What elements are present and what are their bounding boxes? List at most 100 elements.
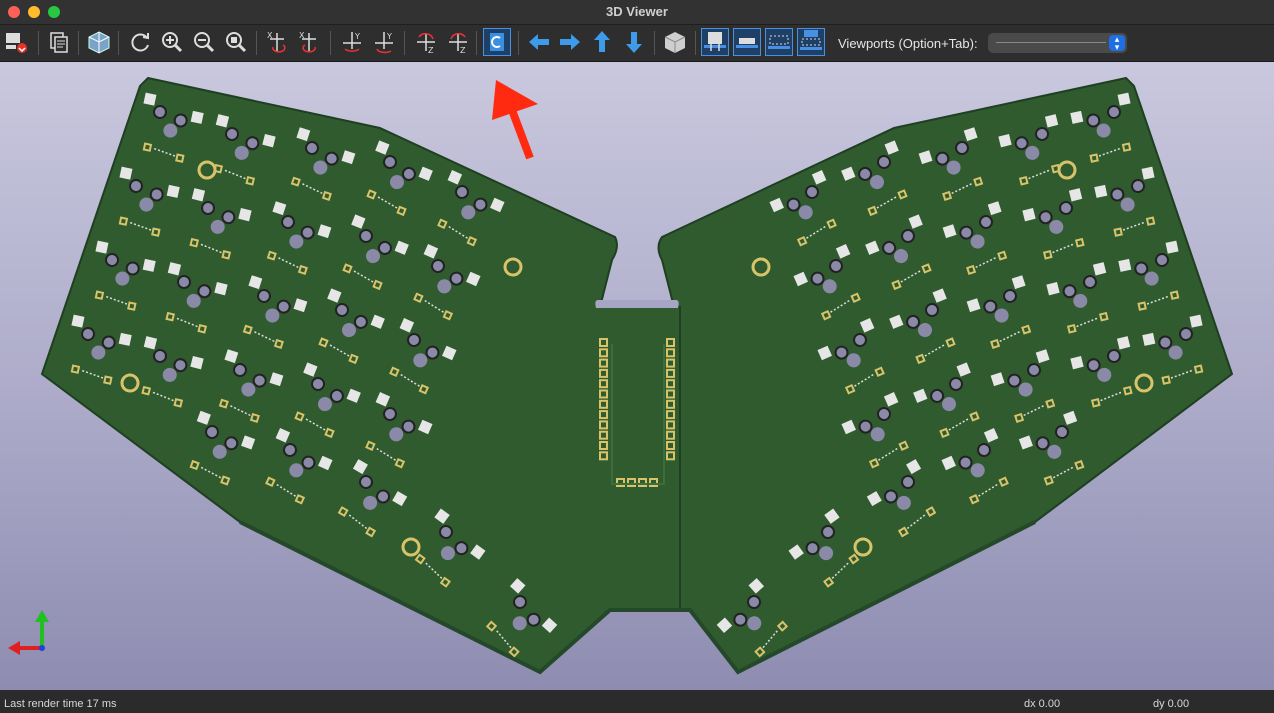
reload-icon xyxy=(131,33,149,52)
window-title: 3D Viewer xyxy=(606,4,668,19)
maximize-window-button[interactable] xyxy=(48,6,60,18)
pan-up-button[interactable] xyxy=(588,28,616,56)
show-not-in-pos-icon xyxy=(800,30,822,50)
left-key-footprints xyxy=(70,92,558,658)
ortho-icon xyxy=(664,32,686,53)
key-footprint xyxy=(1142,314,1204,385)
key-footprint xyxy=(189,188,252,260)
key-footprint xyxy=(290,127,356,201)
dy-readout: dy 0.00 xyxy=(1153,698,1190,710)
key-footprint xyxy=(265,428,333,505)
key-footprint xyxy=(242,275,308,349)
key-footprint xyxy=(913,362,980,439)
key-footprint xyxy=(365,392,433,469)
flip-board-button[interactable] xyxy=(483,28,511,56)
key-footprint xyxy=(793,244,861,321)
rotate-z-cw-button[interactable]: Z xyxy=(412,28,440,56)
rotate-y-ccw-icon: Y xyxy=(375,32,393,54)
key-footprint xyxy=(841,392,909,469)
viewports-selected-value xyxy=(996,42,1106,43)
zoom-out-icon xyxy=(194,32,215,53)
key-footprint xyxy=(141,336,204,408)
chevron-updown-icon: ▴▾ xyxy=(1109,35,1125,52)
viewports-dropdown[interactable]: ▴▾ xyxy=(988,33,1127,53)
key-footprint xyxy=(990,349,1056,423)
close-window-button[interactable] xyxy=(8,6,20,18)
3d-viewport[interactable] xyxy=(0,62,1274,690)
show-smd-button[interactable] xyxy=(733,28,761,56)
key-footprint xyxy=(485,578,558,658)
svg-text:Y: Y xyxy=(354,32,360,41)
key-footprint xyxy=(1094,166,1156,237)
copy-image-icon xyxy=(50,32,68,53)
key-footprint xyxy=(70,314,132,385)
rotate-x-cw-button[interactable]: X xyxy=(264,28,292,56)
pan-left-icon xyxy=(529,34,549,50)
key-footprint xyxy=(366,140,433,217)
zoom-in-button[interactable] xyxy=(158,28,186,56)
key-footprint xyxy=(1118,240,1180,311)
minimize-window-button[interactable] xyxy=(28,6,40,18)
axis-gizmo xyxy=(8,610,49,655)
key-footprint xyxy=(189,410,256,486)
dx-readout: dx 0.00 xyxy=(1024,698,1061,710)
rotate-x-ccw-button[interactable]: X xyxy=(296,28,324,56)
render-options-button[interactable] xyxy=(2,28,30,56)
toolbar: X X Y Y Z Z Viewp xyxy=(0,25,1274,62)
svg-text:Z: Z xyxy=(460,46,466,55)
rotate-y-cw-button[interactable]: Y xyxy=(338,28,366,56)
zoom-in-icon xyxy=(162,32,183,53)
rotate-z-cw-icon: Z xyxy=(417,33,435,55)
rotate-x-cw-icon: X xyxy=(267,31,286,53)
pcb-center xyxy=(596,307,678,610)
svg-text:X: X xyxy=(267,31,273,40)
key-footprint xyxy=(889,288,956,365)
raytracing-icon xyxy=(88,31,110,54)
show-not-in-pos-button[interactable] xyxy=(797,28,825,56)
ortho-button[interactable] xyxy=(661,28,689,56)
render-options-icon xyxy=(6,33,27,53)
key-footprint xyxy=(413,244,481,321)
key-footprint xyxy=(389,318,457,395)
pan-down-button[interactable] xyxy=(620,28,648,56)
show-virtual-button[interactable] xyxy=(765,28,793,56)
pan-left-button[interactable] xyxy=(525,28,553,56)
key-footprint xyxy=(817,318,885,395)
key-footprint xyxy=(218,349,284,423)
key-footprint xyxy=(918,127,984,201)
rotate-z-ccw-icon: Z xyxy=(449,33,467,55)
rotate-y-ccw-button[interactable]: Y xyxy=(370,28,398,56)
zoom-fit-button[interactable] xyxy=(222,28,250,56)
zoom-fit-icon xyxy=(226,32,247,53)
key-footprint xyxy=(769,170,837,247)
key-footprint xyxy=(94,240,156,311)
key-footprint xyxy=(1046,262,1109,334)
render-time: Last render time 17 ms xyxy=(4,698,117,710)
show-smd-icon xyxy=(736,38,758,48)
pan-right-icon xyxy=(560,34,580,50)
pcb-render[interactable] xyxy=(0,62,1274,690)
pan-right-button[interactable] xyxy=(556,28,584,56)
key-footprint xyxy=(1022,188,1085,260)
rotate-x-ccw-icon: X xyxy=(299,31,316,53)
show-tht-button[interactable] xyxy=(701,28,729,56)
key-footprint xyxy=(866,459,937,538)
key-footprint xyxy=(165,262,228,334)
key-footprint xyxy=(1018,410,1085,486)
reload-button[interactable] xyxy=(126,28,154,56)
key-footprint xyxy=(437,170,505,247)
rotate-z-ccw-button[interactable]: Z xyxy=(444,28,472,56)
show-virtual-icon xyxy=(768,35,790,49)
right-key-footprints xyxy=(716,92,1204,658)
copy-image-button[interactable] xyxy=(45,28,73,56)
key-footprint xyxy=(788,508,860,588)
key-footprint xyxy=(942,201,1008,275)
pan-up-icon xyxy=(594,31,610,52)
mcu-header-pins xyxy=(599,338,675,487)
zoom-out-button[interactable] xyxy=(190,28,218,56)
key-footprint xyxy=(266,201,332,275)
raytracing-button[interactable] xyxy=(85,28,113,56)
status-bar: Last render time 17 ms dx 0.00 dy 0.00 xyxy=(0,690,1274,713)
title-bar: 3D Viewer xyxy=(0,0,1274,25)
flip-board-icon xyxy=(490,33,504,51)
